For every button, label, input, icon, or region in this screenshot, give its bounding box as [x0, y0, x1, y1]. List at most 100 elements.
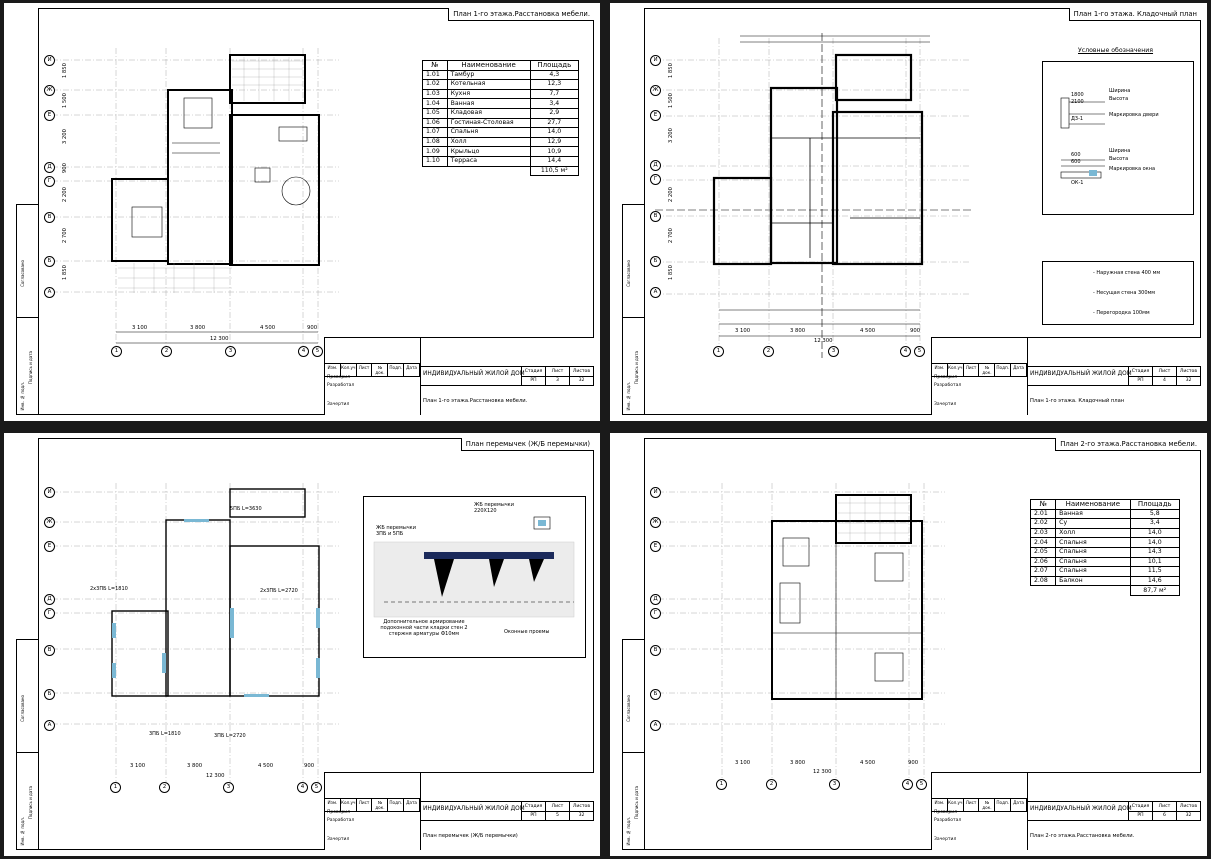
stamp-inv: Инв. № подл. — [626, 816, 631, 845]
project-name: ИНДИВИДУАЛЬНЫЙ ЖИЛОЙ ДОМ — [423, 371, 525, 377]
lintel-detail-box: ЖБ перемычки 3ПБ и 5ПБ ЖБ перемычки 220Х… — [363, 496, 586, 658]
sheet-title: План перемычек (Ж/Б перемычки) — [460, 438, 594, 451]
dim-bottom: 3 800 — [790, 328, 806, 334]
dim-left: 1 850 — [62, 265, 68, 281]
dim-left: 1 850 — [668, 63, 674, 79]
stamp-inv: Инв. № подл. — [20, 381, 25, 410]
stamp-agreed: Согласовано — [626, 260, 631, 287]
lintel-label: 2х3ПБ L=2720 — [260, 588, 298, 594]
dim-left: 1 850 — [668, 265, 674, 281]
sheet-floor2-furniture: План 2-го этажа.Расстановка мебели. И — [610, 433, 1207, 856]
axis-marker-A: А — [44, 720, 55, 731]
col-header-name: Наименование — [1055, 499, 1131, 510]
axis-marker-I: И — [650, 487, 661, 498]
legend-item: Маркировка окна — [1109, 166, 1156, 172]
legend-item: Ширина — [1109, 148, 1131, 154]
axis-marker-4: 4 — [297, 782, 308, 793]
dim-bottom: 3 100 — [735, 328, 751, 334]
sheet-name: План 1-го этажа. Кладочный план — [1030, 398, 1125, 404]
table-total-row: 87,7 м² — [1031, 585, 1180, 596]
dim-bottom: 900 — [304, 763, 315, 769]
axis-marker-4: 4 — [902, 779, 913, 790]
axis-marker-2: 2 — [766, 779, 777, 790]
detail-note: Оконные проемы — [504, 629, 550, 635]
axis-marker-E: Е — [44, 110, 55, 121]
dim-left: 2 200 — [62, 187, 68, 203]
axis-marker-5: 5 — [916, 779, 927, 790]
table-total-row: 110,5 м² — [423, 165, 580, 177]
axis-marker-5: 5 — [311, 782, 322, 793]
axis-marker-B: Б — [650, 256, 661, 267]
legend-value: 2100 — [1071, 99, 1084, 105]
sheet-name: План 1-го этажа.Расстановка мебели. — [423, 398, 528, 404]
wall-type-item: - Перегородка 100мм — [1093, 310, 1150, 316]
axis-marker-2: 2 — [763, 346, 774, 357]
axis-marker-1: 1 — [716, 779, 727, 790]
axis-marker-5: 5 — [312, 346, 323, 357]
axis-marker-2: 2 — [161, 346, 172, 357]
dim-left: 3 200 — [62, 129, 68, 145]
stamp-sign: Подпись и дата — [28, 350, 33, 384]
axis-marker-3: 3 — [225, 346, 236, 357]
legend-item: Ширина — [1109, 88, 1131, 94]
axis-marker-3: 3 — [829, 779, 840, 790]
col-header-no: № — [1029, 499, 1057, 510]
axis-marker-4: 4 — [900, 346, 911, 357]
legend-item: Высота — [1109, 96, 1129, 102]
dim-bottom: 3 100 — [130, 763, 146, 769]
sheet-name: План 2-го этажа.Расстановка мебели. — [1030, 833, 1135, 839]
stamp-inv: Инв. № подл. — [626, 381, 631, 410]
lintel-label: 3ПБ L=2720 — [214, 733, 246, 739]
stamp-sign: Подпись и дата — [634, 785, 639, 819]
project-name: ИНДИВИДУАЛЬНЫЙ ЖИЛОЙ ДОМ — [1030, 371, 1132, 377]
dim-bottom: 3 800 — [187, 763, 203, 769]
dim-bottom: 900 — [908, 760, 919, 766]
axis-marker-B: Б — [650, 689, 661, 700]
dim-total: 12 300 — [813, 769, 832, 775]
drawing-frame — [644, 438, 1201, 850]
axis-marker-V: В — [650, 645, 661, 656]
wall-types-box: - Наружная стена 400 мм - Несущая стена … — [1042, 261, 1194, 325]
dim-bottom: 3 100 — [735, 760, 751, 766]
axis-marker-4: 4 — [298, 346, 309, 357]
dim-bottom: 3 800 — [790, 760, 806, 766]
dim-bottom: 900 — [307, 325, 318, 331]
axis-marker-1: 1 — [111, 346, 122, 357]
axis-marker-1: 1 — [110, 782, 121, 793]
legend-box: Ширина Высота Маркировка двери Ширина Вы… — [1042, 61, 1194, 215]
axis-marker-E: Е — [650, 541, 661, 552]
axis-marker-I: И — [650, 55, 661, 66]
dim-left: 900 — [62, 163, 68, 174]
axis-marker-Zh: Ж — [44, 85, 55, 96]
detail-note: Дополнительное армирование подоконной ча… — [380, 619, 468, 637]
col-header-area: Площадь — [1129, 499, 1180, 510]
axis-marker-G: Г — [650, 174, 661, 185]
legend-item: Маркировка двери — [1109, 112, 1159, 118]
axis-marker-I: И — [44, 55, 55, 66]
wall-type-item: - Наружная стена 400 мм — [1093, 270, 1161, 276]
legend-value: 600 — [1071, 152, 1081, 158]
axis-marker-D: Д — [44, 162, 55, 173]
detail-label: ЖБ перемычки 220Х120 — [474, 502, 514, 514]
axis-marker-V: В — [44, 645, 55, 656]
axis-marker-Zh: Ж — [44, 517, 55, 528]
stamp-agreed: Согласовано — [626, 695, 631, 722]
axis-marker-A: А — [44, 287, 55, 298]
col-header-no: № — [422, 60, 448, 71]
floor2-plan-drawing — [658, 483, 945, 783]
col-header-area: Площадь — [529, 60, 580, 71]
